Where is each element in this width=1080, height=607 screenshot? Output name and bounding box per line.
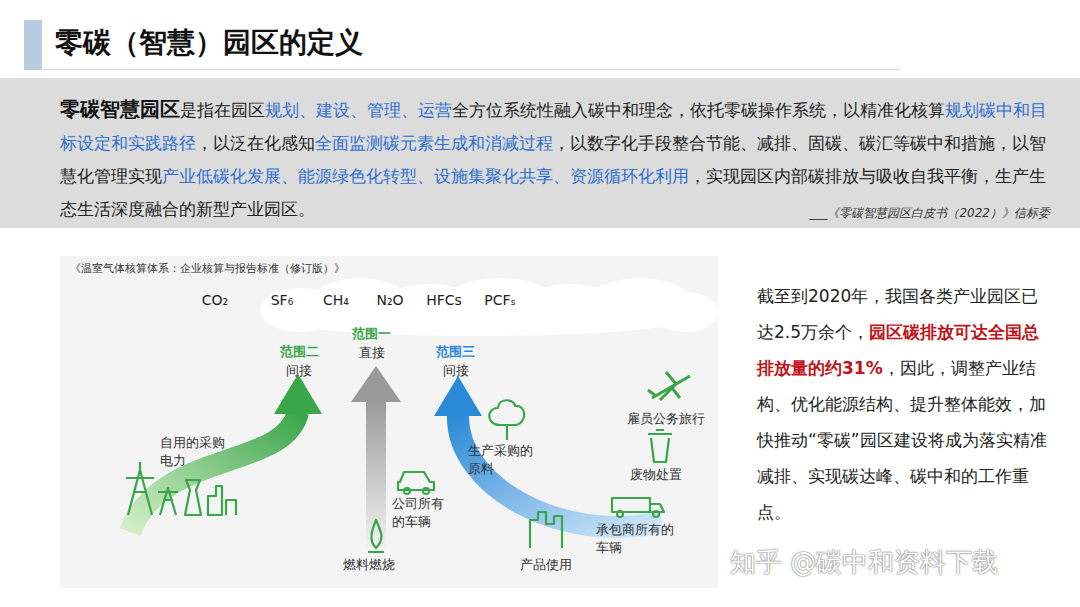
gas-cloud: CO₂SF₆CH₄N₂OHFCsPCFₛ [260,276,718,336]
gas-formula: SF₆ [271,292,294,308]
source-label: 公司所有的车辆 [392,495,448,531]
scope-name: 范围一 [352,325,391,343]
watermark: 知乎 @碳中和资料下载 [730,545,998,580]
source-label: 承包商所有的车辆 [596,521,680,557]
source-label: 自用的采购电力 [160,434,228,470]
gas-formula: HFCs [426,292,462,308]
source-caption: 《温室气体核算体系：企业核算与报告标准（修订版）》 [70,261,345,276]
highlight-run: 产业低碳化发展、能源绿色化转型、设施集聚化共享、资源循环化利用 [162,166,689,186]
text-run: 是指在园区 [180,100,265,120]
gas-formula: CH₄ [323,292,349,308]
text-run: ，以泛在化感知 [196,133,315,153]
scope-name: 范围二 [280,343,319,361]
source-label: 燃料燃烧 [343,556,395,574]
slide-title: 零碳（智慧）园区的定义 [55,24,363,62]
summary-run: ，因此，调整产业结构、优化能源结构、提升整体能效，加快推动“零碳”园区建设将成为… [757,358,1047,522]
gas-formula: CO₂ [202,292,228,308]
title-rule [44,69,900,70]
text-run: 全方位系统性融入碳中和理念，依托零碳操作系统，以精准化核算 [452,100,945,120]
source-note: ___《零碳智慧园区白皮书（2022）》信标委 [809,205,1050,222]
illustration-panel: CO₂ SF₆ CH₄ N₂O HFCs PCFₛ 《温室气体核算体系：企业核算与报告标准（… [60,256,718,588]
title-strip [24,20,42,70]
highlight-run: 全面监测碳元素生成和消减过程 [315,133,553,153]
gas-formula: PCFₛ [484,292,516,308]
scope-type: 直接 [359,344,385,362]
source-label: 废物处置 [630,466,682,484]
source-label: 雇员公务旅行 [627,410,705,428]
source-label: 生产采购的原料 [468,442,536,478]
scope-name: 范围三 [436,343,475,361]
source-label: 产品使用 [520,556,572,574]
summary-text: 截至到2020年，我国各类产业园区已达2.5万余个，园区碳排放可达全国总排放量的… [757,278,1047,530]
scope-type: 间接 [443,362,469,380]
highlight-run: 规划、建设、管理、运营 [265,100,452,120]
cloud-puff [280,304,680,336]
term-heading: 零碳智慧园区 [60,97,180,121]
definition-band: 零碳智慧园区是指在园区规划、建设、管理、运营全方位系统性融入碳中和理念，依托零碳… [0,78,1080,228]
gas-formula: N₂O [376,292,403,308]
scope-type: 间接 [286,362,312,380]
